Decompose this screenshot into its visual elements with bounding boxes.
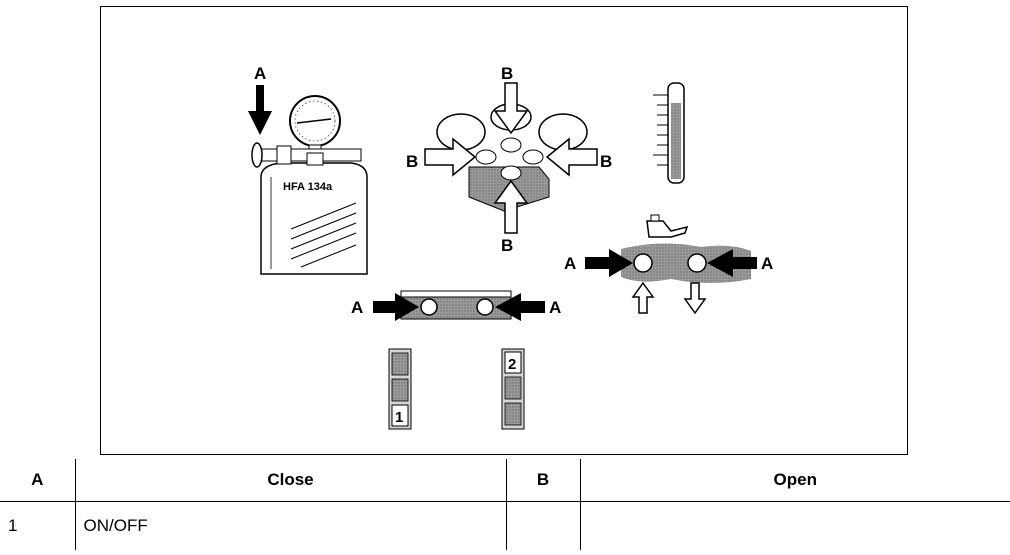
label-a-bar-right: A [549, 298, 561, 317]
label-a-bar-left: A [351, 298, 363, 317]
header-close: Close [74, 459, 506, 502]
valve-arrow-a [248, 85, 272, 135]
label-b-right: B [600, 152, 612, 171]
oil-unit [621, 243, 751, 283]
legend-header-row: A Close B Open [0, 459, 1010, 502]
label-a-oil-left: A [564, 254, 576, 273]
label-a-oil-right: A [761, 254, 773, 273]
bar-close-arrows-a [373, 293, 545, 321]
oil-can-icon [646, 214, 689, 238]
can-label: HFA 134a [283, 181, 333, 193]
indicator-number-1: 1 [395, 409, 403, 426]
indicator-number-2: 2 [508, 356, 516, 373]
gauge [251, 95, 362, 168]
oil-flow-arrows [631, 281, 707, 315]
header-a: A [0, 459, 75, 502]
label-b-left: B [406, 152, 418, 171]
cell-number: 1 [8, 516, 18, 535]
cell-b-description [579, 501, 1010, 550]
indicator-strip-2: 2 [501, 348, 525, 430]
header-open: Open [579, 459, 1010, 502]
ac-service-diagram: HFA 134a A B B B B [248, 64, 773, 430]
label-a: A [254, 64, 266, 83]
oil-close-arrows-a [585, 249, 757, 277]
refrigerant-can: HFA 134a [260, 162, 368, 275]
label-b-bottom: B [501, 236, 513, 255]
cell-b-number [505, 501, 580, 550]
indicator-strip-1: 1 [388, 348, 412, 430]
measuring-cylinder [653, 82, 685, 184]
header-b: B [505, 459, 580, 502]
label-b-top: B [501, 64, 513, 83]
illustration-panel: HFA 134a A B B B B [100, 6, 908, 455]
valve-bar [400, 290, 512, 320]
table-row: 1 ON/OFF [0, 501, 1010, 550]
legend-table: A Close B Open 1 ON/OFF [0, 459, 1010, 550]
open-arrows-b [424, 82, 598, 234]
cell-description: ON/OFF [74, 501, 506, 550]
